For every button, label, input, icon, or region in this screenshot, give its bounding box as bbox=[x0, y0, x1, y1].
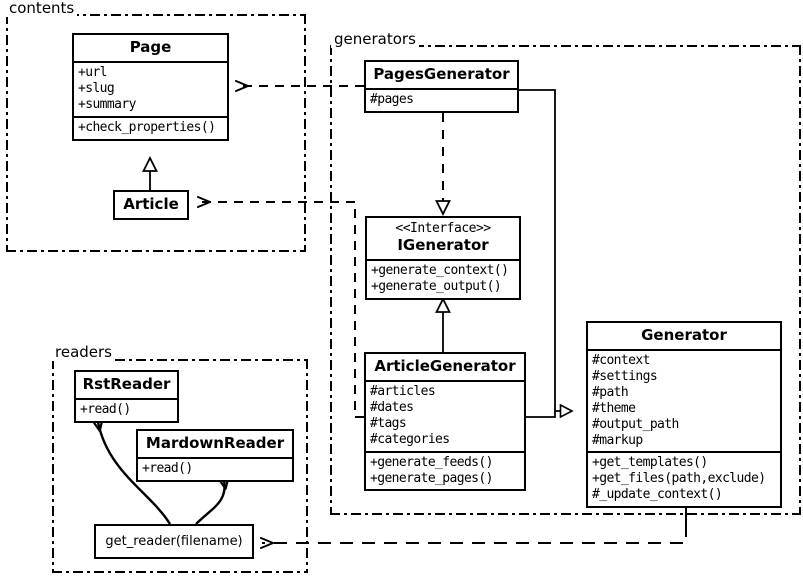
class-mardownreader-title: MardownReader bbox=[138, 431, 292, 458]
class-articlegenerator-operations: +generate_feeds() +generate_pages() bbox=[366, 450, 524, 490]
class-generator-operations: +get_templates() +get_files(path,exclude… bbox=[588, 451, 780, 506]
operation: +read() bbox=[142, 461, 193, 477]
operation: +generate_pages() bbox=[370, 470, 493, 486]
attribute: #output_path bbox=[592, 416, 679, 432]
class-page[interactable]: Page +url +slug +summary +check_properti… bbox=[72, 33, 229, 141]
attribute: #pages bbox=[370, 92, 414, 108]
attribute: #articles bbox=[370, 384, 436, 400]
class-mardownreader[interactable]: MardownReader +read() bbox=[136, 429, 294, 483]
operation: +read() bbox=[80, 402, 131, 418]
class-rstreader-operations: +read() bbox=[76, 398, 177, 422]
attribute: #tags bbox=[370, 415, 407, 431]
attribute: #dates bbox=[370, 400, 414, 416]
class-igenerator-stereotype: <<Interface>> bbox=[395, 221, 491, 236]
operation: +get_files(path,exclude) bbox=[592, 471, 766, 487]
class-page-title: Page bbox=[74, 35, 227, 62]
attribute: #path bbox=[592, 384, 629, 400]
class-igenerator[interactable]: <<Interface>> IGenerator +generate_conte… bbox=[365, 216, 521, 300]
package-label-contents: contents bbox=[6, 0, 78, 17]
attribute: +summary bbox=[78, 96, 136, 112]
class-articlegenerator[interactable]: ArticleGenerator #articles #dates #tags … bbox=[364, 352, 526, 492]
class-article[interactable]: Article bbox=[113, 190, 189, 221]
class-igenerator-title: <<Interface>> IGenerator bbox=[367, 218, 519, 260]
attribute: #markup bbox=[592, 432, 643, 448]
class-pagesgenerator-title: PagesGenerator bbox=[366, 62, 517, 89]
function-get-reader[interactable]: get_reader(filename) bbox=[94, 524, 254, 559]
class-articlegenerator-attributes: #articles #dates #tags #categories bbox=[366, 380, 524, 451]
class-generator-attributes: #context #settings #path #theme #output_… bbox=[588, 349, 780, 452]
operation: +generate_output() bbox=[371, 279, 502, 295]
package-label-generators: generators bbox=[331, 31, 419, 48]
operation: +get_templates() bbox=[592, 455, 708, 471]
class-articlegenerator-title: ArticleGenerator bbox=[366, 354, 524, 381]
attribute: #context bbox=[592, 353, 650, 369]
operation: +check_properties() bbox=[78, 119, 216, 135]
class-rstreader-title: RstReader bbox=[76, 372, 177, 399]
attribute: #settings bbox=[592, 369, 658, 385]
class-article-title: Article bbox=[115, 192, 187, 219]
class-rstreader[interactable]: RstReader +read() bbox=[74, 370, 179, 424]
attribute: +url bbox=[78, 65, 108, 81]
operation: #_update_context() bbox=[592, 487, 723, 503]
function-get-reader-label: get_reader(filename) bbox=[105, 534, 243, 549]
operation: +generate_feeds() bbox=[370, 454, 493, 470]
class-page-attributes: +url +slug +summary bbox=[74, 61, 227, 116]
operation: +generate_context() bbox=[371, 263, 509, 279]
package-label-readers: readers bbox=[52, 344, 115, 361]
attribute: #categories bbox=[370, 431, 450, 447]
class-generator-title: Generator bbox=[588, 323, 780, 350]
class-igenerator-name: IGenerator bbox=[397, 235, 489, 254]
class-mardownreader-operations: +read() bbox=[138, 457, 292, 481]
attribute: #theme bbox=[592, 400, 636, 416]
attribute: +slug bbox=[78, 81, 115, 97]
class-igenerator-operations: +generate_context() +generate_output() bbox=[367, 259, 519, 298]
class-generator[interactable]: Generator #context #settings #path #them… bbox=[586, 321, 782, 508]
class-page-operations: +check_properties() bbox=[74, 115, 227, 139]
class-pagesgenerator-attributes: #pages bbox=[366, 88, 517, 112]
class-pagesgenerator[interactable]: PagesGenerator #pages bbox=[364, 60, 519, 114]
